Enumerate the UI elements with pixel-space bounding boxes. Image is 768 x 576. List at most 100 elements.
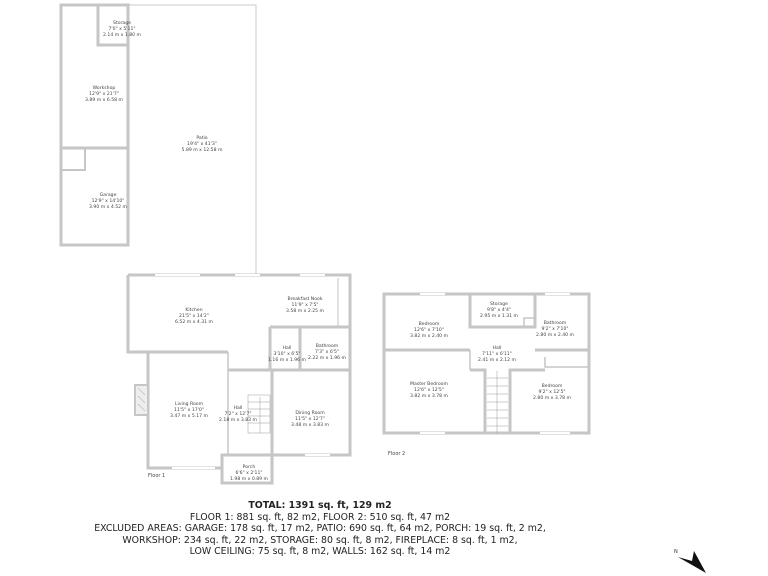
north-arrow-icon: N <box>674 549 706 573</box>
room-size-imperial: 9'2" x 7'10" <box>541 327 569 332</box>
room-name: Storage <box>113 21 131 26</box>
room-name: Hall <box>492 346 502 351</box>
room-size-metric: 1.16 m x 1.96 m <box>268 358 306 363</box>
storage2-closet <box>523 317 535 327</box>
garage-nook-wall <box>61 148 86 171</box>
room-size-imperial: 19'4" x 41'3" <box>187 142 217 147</box>
room-name: Kitchen <box>185 308 203 313</box>
master-hall-wall <box>470 368 487 433</box>
room-name: Patio <box>196 136 208 141</box>
room-name: Bedroom <box>418 322 440 327</box>
excluded-areas-line3: LOW CEILING: 75 sq. ft, 8 m2, WALLS: 162… <box>189 546 451 558</box>
room-name: Master Bedroom <box>410 382 448 387</box>
room-size-metric: 2.14 m x 1.80 m <box>103 33 141 38</box>
hall-bath-wall <box>268 327 350 372</box>
total-area: TOTAL: 1391 sq. ft, 129 m2 <box>248 500 392 511</box>
room-name: Porch <box>242 465 256 470</box>
room-size-metric: 3.89 m x 6.58 m <box>85 98 123 103</box>
room-name: Hall <box>282 346 292 351</box>
room-name: Living Room <box>174 402 204 407</box>
room-size-metric: 3.47 m x 5.17 m <box>170 414 208 419</box>
room-name: Bathroom <box>315 344 339 349</box>
room-size-metric: 2.18 m x 3.83 m <box>219 418 257 423</box>
room-name: Hall <box>233 406 243 411</box>
room-size-imperial: 12'6" x 7'10" <box>414 328 444 333</box>
stairs-floor1 <box>247 394 271 434</box>
svg-text:N: N <box>674 549 678 555</box>
room-size-metric: 3.58 m x 2.25 m <box>286 309 324 314</box>
bedroom-se-wall <box>508 368 545 433</box>
stairs-floor2 <box>487 371 508 433</box>
room-size-imperial: 7'2" x 12'7" <box>224 412 252 417</box>
room-name: Bedroom <box>541 384 563 389</box>
room-size-imperial: 12'6" x 12'5" <box>414 388 444 393</box>
windows <box>155 274 570 469</box>
excluded-areas-line1: EXCLUDED AREAS: GARAGE: 178 sq. ft, 17 m… <box>94 523 546 535</box>
room-size-imperial: 7'11" x 6'11" <box>482 352 512 357</box>
room-size-metric: 2.80 m x 3.78 m <box>533 396 571 401</box>
floor-1-label: Floor 1 <box>148 473 166 479</box>
room-size-imperial: 7'3" x 6'5" <box>314 350 340 355</box>
room-size-imperial: 9'8" x 4'4" <box>486 308 512 313</box>
room-size-metric: 3.82 m x 2.40 m <box>410 334 448 339</box>
room-size-metric: 2.80 m x 2.40 m <box>536 333 574 338</box>
room-size-imperial: 21'5" x 14'2" <box>179 314 209 319</box>
storage-walls <box>96 5 128 47</box>
room-size-metric: 5.89 m x 12.58 m <box>181 148 223 153</box>
room-size-imperial: 7'0" x 5'11" <box>108 27 136 32</box>
fireplace-hatch <box>137 387 146 412</box>
room-size-metric: 6.52 m x 4.31 m <box>175 320 213 325</box>
excluded-areas-line2: WORKSHOP: 234 sq. ft, 22 m2, STORAGE: 80… <box>122 534 518 546</box>
room-size-metric: 3.82 m x 3.78 m <box>410 394 448 399</box>
outbuilding-walls <box>59 3 130 247</box>
floor1-outer-wall-west <box>126 275 224 470</box>
room-size-metric: 2.95 m x 1.31 m <box>480 314 518 319</box>
patio-outline <box>128 4 257 275</box>
room-name: Garage <box>99 193 117 198</box>
room-size-imperial: 6'6" x 2'11" <box>235 471 263 476</box>
floor-2-label: Floor 2 <box>388 451 406 457</box>
room-size-metric: 3.48 m x 3.83 m <box>291 423 329 428</box>
storage2-walls <box>468 294 537 329</box>
room-size-imperial: 11'5" x 12'7" <box>295 417 325 422</box>
fireplace <box>134 384 149 416</box>
room-size-metric: 2.22 m x 1.96 m <box>308 356 346 361</box>
area-summary: TOTAL: 1391 sq. ft, 129 m2 FLOOR 1: 881 … <box>60 500 580 558</box>
room-size-imperial: 12'9" x 21'7" <box>89 92 119 97</box>
room-name: Breakfast Nook <box>287 297 323 302</box>
room-name: Storage <box>490 302 508 307</box>
room-size-imperial: 11'5" x 17'0" <box>174 408 204 413</box>
floor-areas: FLOOR 1: 881 sq. ft, 82 m2, FLOOR 2: 510… <box>189 511 451 523</box>
room-name: Bathroom <box>543 321 567 326</box>
room-size-metric: 2.41 m x 2.12 m <box>478 358 516 363</box>
room-size-imperial: 3'10" x 6'5" <box>273 352 301 357</box>
room-size-imperial: 9'2" x 12'5" <box>538 390 566 395</box>
porch-walls <box>220 453 274 485</box>
room-size-metric: 1.98 m x 0.89 m <box>230 477 268 482</box>
room-size-metric: 3.90 m x 4.52 m <box>89 205 127 210</box>
bedroom-se-closet <box>544 357 589 368</box>
room-name: Dining Room <box>295 411 325 416</box>
room-size-imperial: 11'9" x 7'5" <box>291 303 319 308</box>
room-size-imperial: 12'9" x 14'10" <box>91 199 125 204</box>
room-name: Workshop <box>92 86 116 91</box>
